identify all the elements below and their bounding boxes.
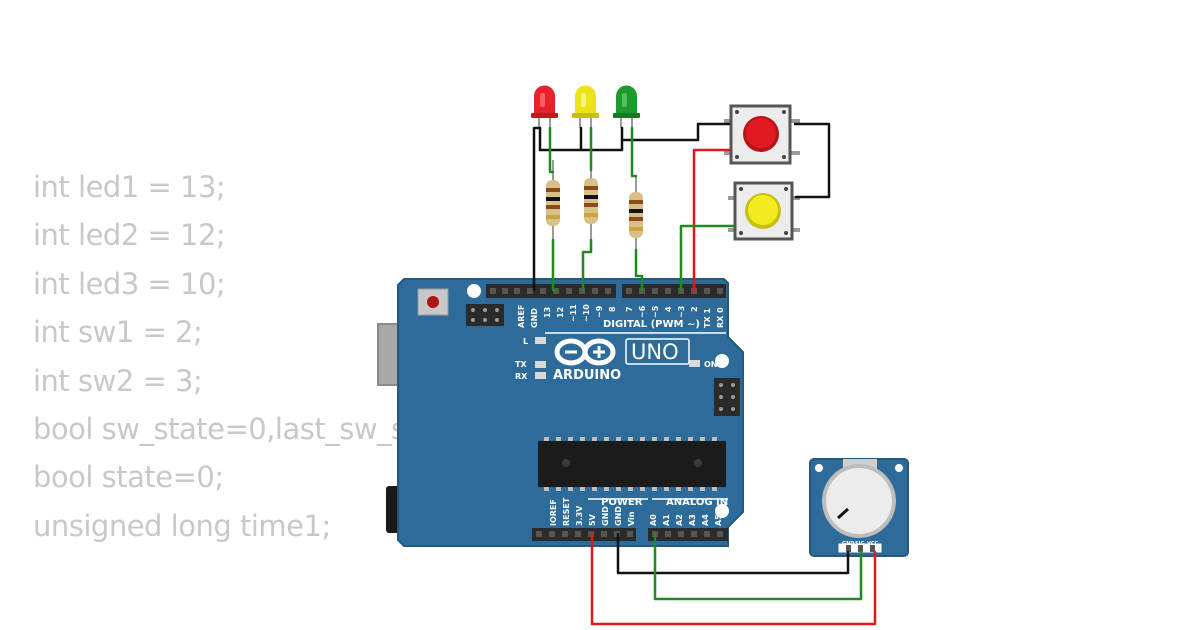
led-yellow[interactable] <box>572 85 599 128</box>
reset-button-cap <box>427 296 439 308</box>
pin-label: ~6 <box>638 305 647 318</box>
pin-label: GND <box>530 308 539 328</box>
pin-label: 13 <box>543 307 552 318</box>
code-overlay: int led1 = 13; int led2 = 12; int led3 =… <box>33 163 668 550</box>
code-line: int sw1 = 2; <box>33 315 203 350</box>
wire-pot-gnd[interactable] <box>616 532 850 575</box>
pin-label: TX 1 <box>703 308 712 328</box>
power-pin-labels: IOREF RESET 3.3V 5V GND GND Vin <box>549 497 636 526</box>
resistor[interactable] <box>629 176 643 250</box>
pin-label: 12 <box>556 307 565 318</box>
power-label: POWER <box>601 497 643 508</box>
code-line: unsigned long time1; <box>33 508 331 543</box>
pin-label: ~9 <box>595 305 604 318</box>
pin-label: GND <box>601 506 610 526</box>
pushbutton-red[interactable] <box>724 104 800 165</box>
wire-gnd[interactable] <box>793 122 831 199</box>
code-line: int sw2 = 3; <box>33 363 203 398</box>
rx-led-label: RX <box>515 372 528 381</box>
potentiometer[interactable]: GND SIG VCC <box>809 458 909 557</box>
digital-header <box>486 284 726 298</box>
wire-pin-10[interactable] <box>634 248 644 292</box>
pin-label: 8 <box>608 306 617 312</box>
arduino-logo-icon <box>554 338 616 366</box>
pin-label: A4 <box>701 514 710 526</box>
icsp-header <box>466 304 504 326</box>
pin-label: IOREF <box>549 499 558 526</box>
pot-pin-label: SIG <box>855 541 865 547</box>
mounting-hole <box>467 284 481 298</box>
pin-label: ~5 <box>651 305 660 318</box>
pushbutton-yellow[interactable] <box>728 181 800 241</box>
on-led <box>689 360 700 367</box>
digital-label: DIGITAL (PWM ~) <box>603 319 700 330</box>
pot-pin-label: GND <box>842 541 854 547</box>
pin-label: ~11 <box>569 304 578 322</box>
code-line: bool state=0; <box>33 460 224 495</box>
uno-model: UNO <box>631 340 679 364</box>
led-green[interactable] <box>613 85 640 128</box>
pin-label: 7 <box>625 306 634 312</box>
pin-label: ~10 <box>582 304 591 322</box>
analog-header <box>648 528 728 541</box>
tx-led <box>535 361 546 368</box>
code-line: int led1 = 13; <box>33 170 226 204</box>
l-led-label: L <box>523 337 528 346</box>
arduino-board[interactable]: AREF GND 13 12 ~11 ~10 ~9 8 7 ~6 ~5 4 ~3… <box>377 278 744 547</box>
resistor[interactable] <box>546 160 560 240</box>
icsp-header-2 <box>714 378 740 416</box>
analog-pin-labels: A0 A1 A2 A3 A4 A5 <box>649 514 723 526</box>
pin-label: GND <box>614 506 623 526</box>
pin-label: 3.3V <box>575 505 584 526</box>
tx-led-label: TX <box>515 360 527 369</box>
pin-label: Vin <box>627 511 636 526</box>
pin-label: 2 <box>690 306 699 312</box>
on-led-label: ON <box>704 360 718 369</box>
wire-pot-vcc[interactable] <box>590 532 877 626</box>
pin-label: A1 <box>662 514 671 526</box>
wire-pin-12[interactable] <box>581 238 593 292</box>
digital-pin-labels: AREF GND 13 12 ~11 ~10 ~9 8 7 ~6 ~5 4 ~3… <box>517 304 725 328</box>
analog-label: ANALOG IN <box>666 497 728 508</box>
pin-label: 4 <box>664 306 673 312</box>
pin-label: A0 <box>649 514 658 526</box>
pin-label: RESET <box>562 497 571 526</box>
pin-label: A5 <box>714 514 723 526</box>
pin-label: A3 <box>688 514 697 526</box>
code-line: int led3 = 10; <box>33 266 226 301</box>
arduino-brand: ARDUINO <box>553 368 621 383</box>
l-led <box>535 337 546 344</box>
resistor[interactable] <box>584 160 598 240</box>
wire-pin-2[interactable] <box>692 148 731 292</box>
power-header <box>532 528 636 541</box>
pin-label: AREF <box>517 305 526 328</box>
wire-led[interactable] <box>630 126 638 178</box>
knob-icon <box>826 468 892 534</box>
pin-label: ~3 <box>677 306 686 318</box>
wire-led[interactable] <box>548 126 555 174</box>
mounting-hole <box>715 354 729 368</box>
mounting-hole <box>715 504 729 518</box>
pot-pin-label: VCC <box>867 541 879 547</box>
pin-label: RX 0 <box>716 307 725 328</box>
wire-gnd[interactable] <box>620 122 731 142</box>
pin-label: 5V <box>588 513 597 526</box>
wire-pot-sig[interactable] <box>653 532 863 601</box>
wire-pin-13[interactable] <box>551 238 559 292</box>
pin-label: A2 <box>675 514 684 526</box>
led-red[interactable] <box>531 85 558 128</box>
wire-pin-3[interactable] <box>679 224 735 292</box>
code-line: int led2 = 12; <box>33 218 226 253</box>
wire-gnd[interactable] <box>532 126 542 292</box>
rx-led <box>535 372 546 379</box>
atmega-chip <box>538 437 726 491</box>
